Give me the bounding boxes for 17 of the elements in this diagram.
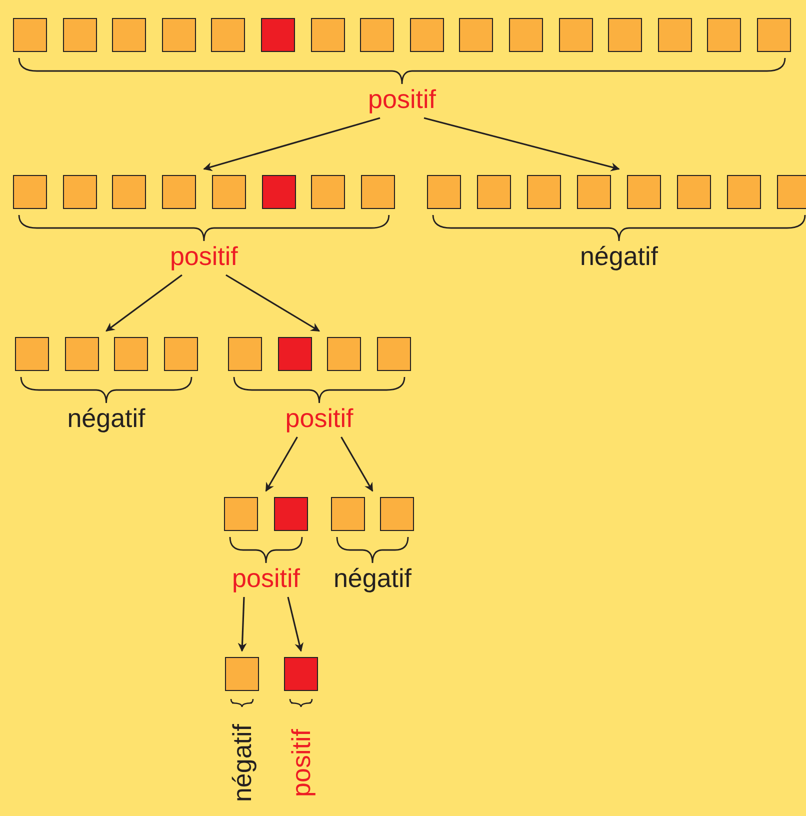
result-label: négatif [333, 563, 412, 593]
result-label: négatif [227, 724, 257, 802]
arrow [287, 596, 304, 652]
result-label: négatif [67, 403, 146, 433]
result-label: positif [285, 403, 354, 433]
arrow [340, 436, 374, 492]
arrow [238, 596, 247, 652]
result-label: positif [368, 84, 436, 114]
arrow [106, 274, 182, 332]
arrow [226, 274, 320, 332]
result-label: positif [286, 729, 316, 797]
arrow [265, 436, 298, 492]
result-label: positif [170, 241, 238, 271]
result-label: négatif [580, 241, 658, 271]
arrow [203, 117, 380, 172]
result-label: positif [232, 563, 300, 593]
arrow [424, 117, 620, 172]
